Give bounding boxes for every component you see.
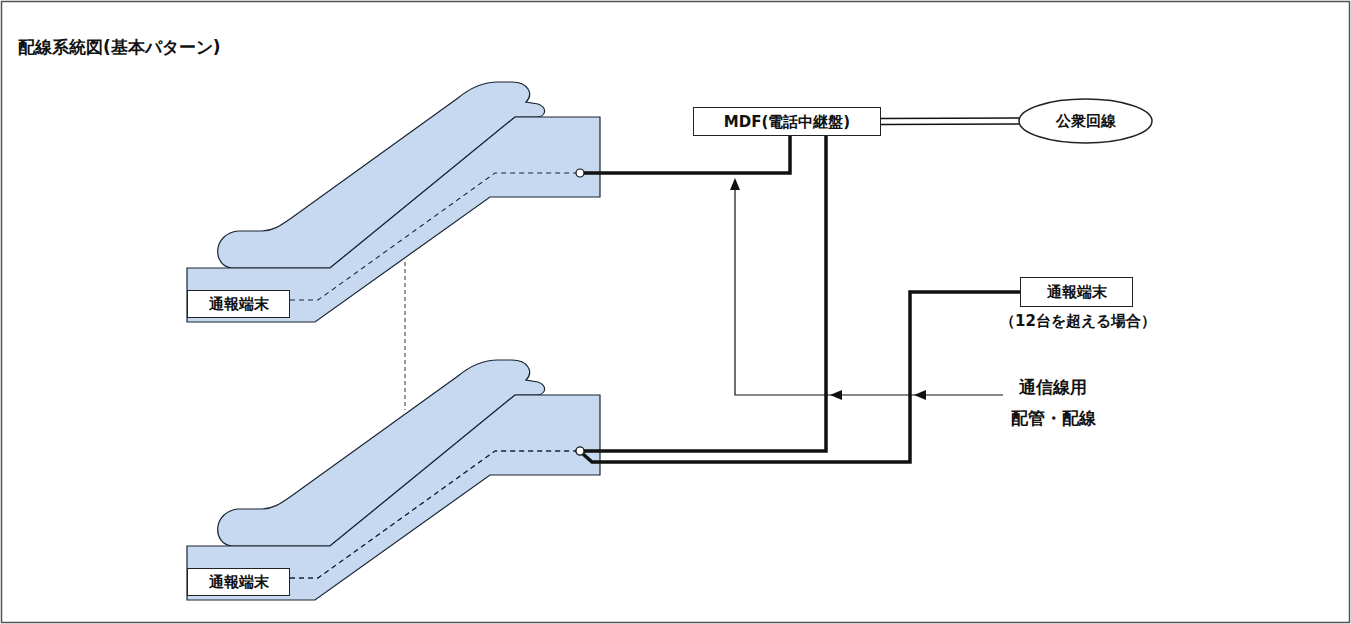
wire-line <box>881 123 1019 125</box>
wire-connector <box>290 136 790 300</box>
arrowhead <box>914 390 926 400</box>
mdf-box: MDF(電話中継盤) <box>693 107 881 136</box>
junction-dot <box>576 169 584 177</box>
wire-line <box>584 136 790 173</box>
wire-line <box>583 292 1020 462</box>
junction-dot <box>576 447 584 455</box>
terminal-box: 通報端末 <box>187 568 290 596</box>
node-label: 公衆回線 <box>1056 112 1116 130</box>
ellipse-shape <box>1019 99 1152 143</box>
internal-wire <box>290 173 576 300</box>
truss <box>187 117 600 322</box>
wire-line <box>881 117 1019 119</box>
public-line-ellipse: 公衆回線 <box>1018 98 1153 144</box>
terminal-box: 通報端末 <box>1020 277 1133 307</box>
terminal-box: 通報端末 <box>187 290 290 318</box>
internal-wire <box>290 451 576 578</box>
note-text: （12台を超える場合） <box>1000 312 1156 331</box>
arrowhead <box>830 390 842 400</box>
leader-arrow <box>730 178 1003 400</box>
truss <box>187 395 600 600</box>
wire-connector <box>290 136 826 578</box>
escalator-lower <box>187 360 600 600</box>
wire-connector <box>290 292 1020 578</box>
junction-dot <box>576 447 584 455</box>
node-label: 通報端末 <box>1047 283 1107 301</box>
wire-line <box>584 136 826 451</box>
wire-connector <box>881 118 1019 125</box>
omission-line <box>405 262 406 410</box>
diagram-title: 配線系統図(基本パターン) <box>18 36 221 59</box>
node-label: 通報端末 <box>209 295 269 313</box>
conduit-label: 通信線用 配管・配線 <box>1010 372 1097 433</box>
node-label: 通報端末 <box>209 573 269 591</box>
node-label: MDF(電話中継盤) <box>724 113 850 131</box>
escalator-upper <box>187 82 600 322</box>
internal-wire <box>290 451 576 578</box>
arrowhead <box>730 178 740 190</box>
